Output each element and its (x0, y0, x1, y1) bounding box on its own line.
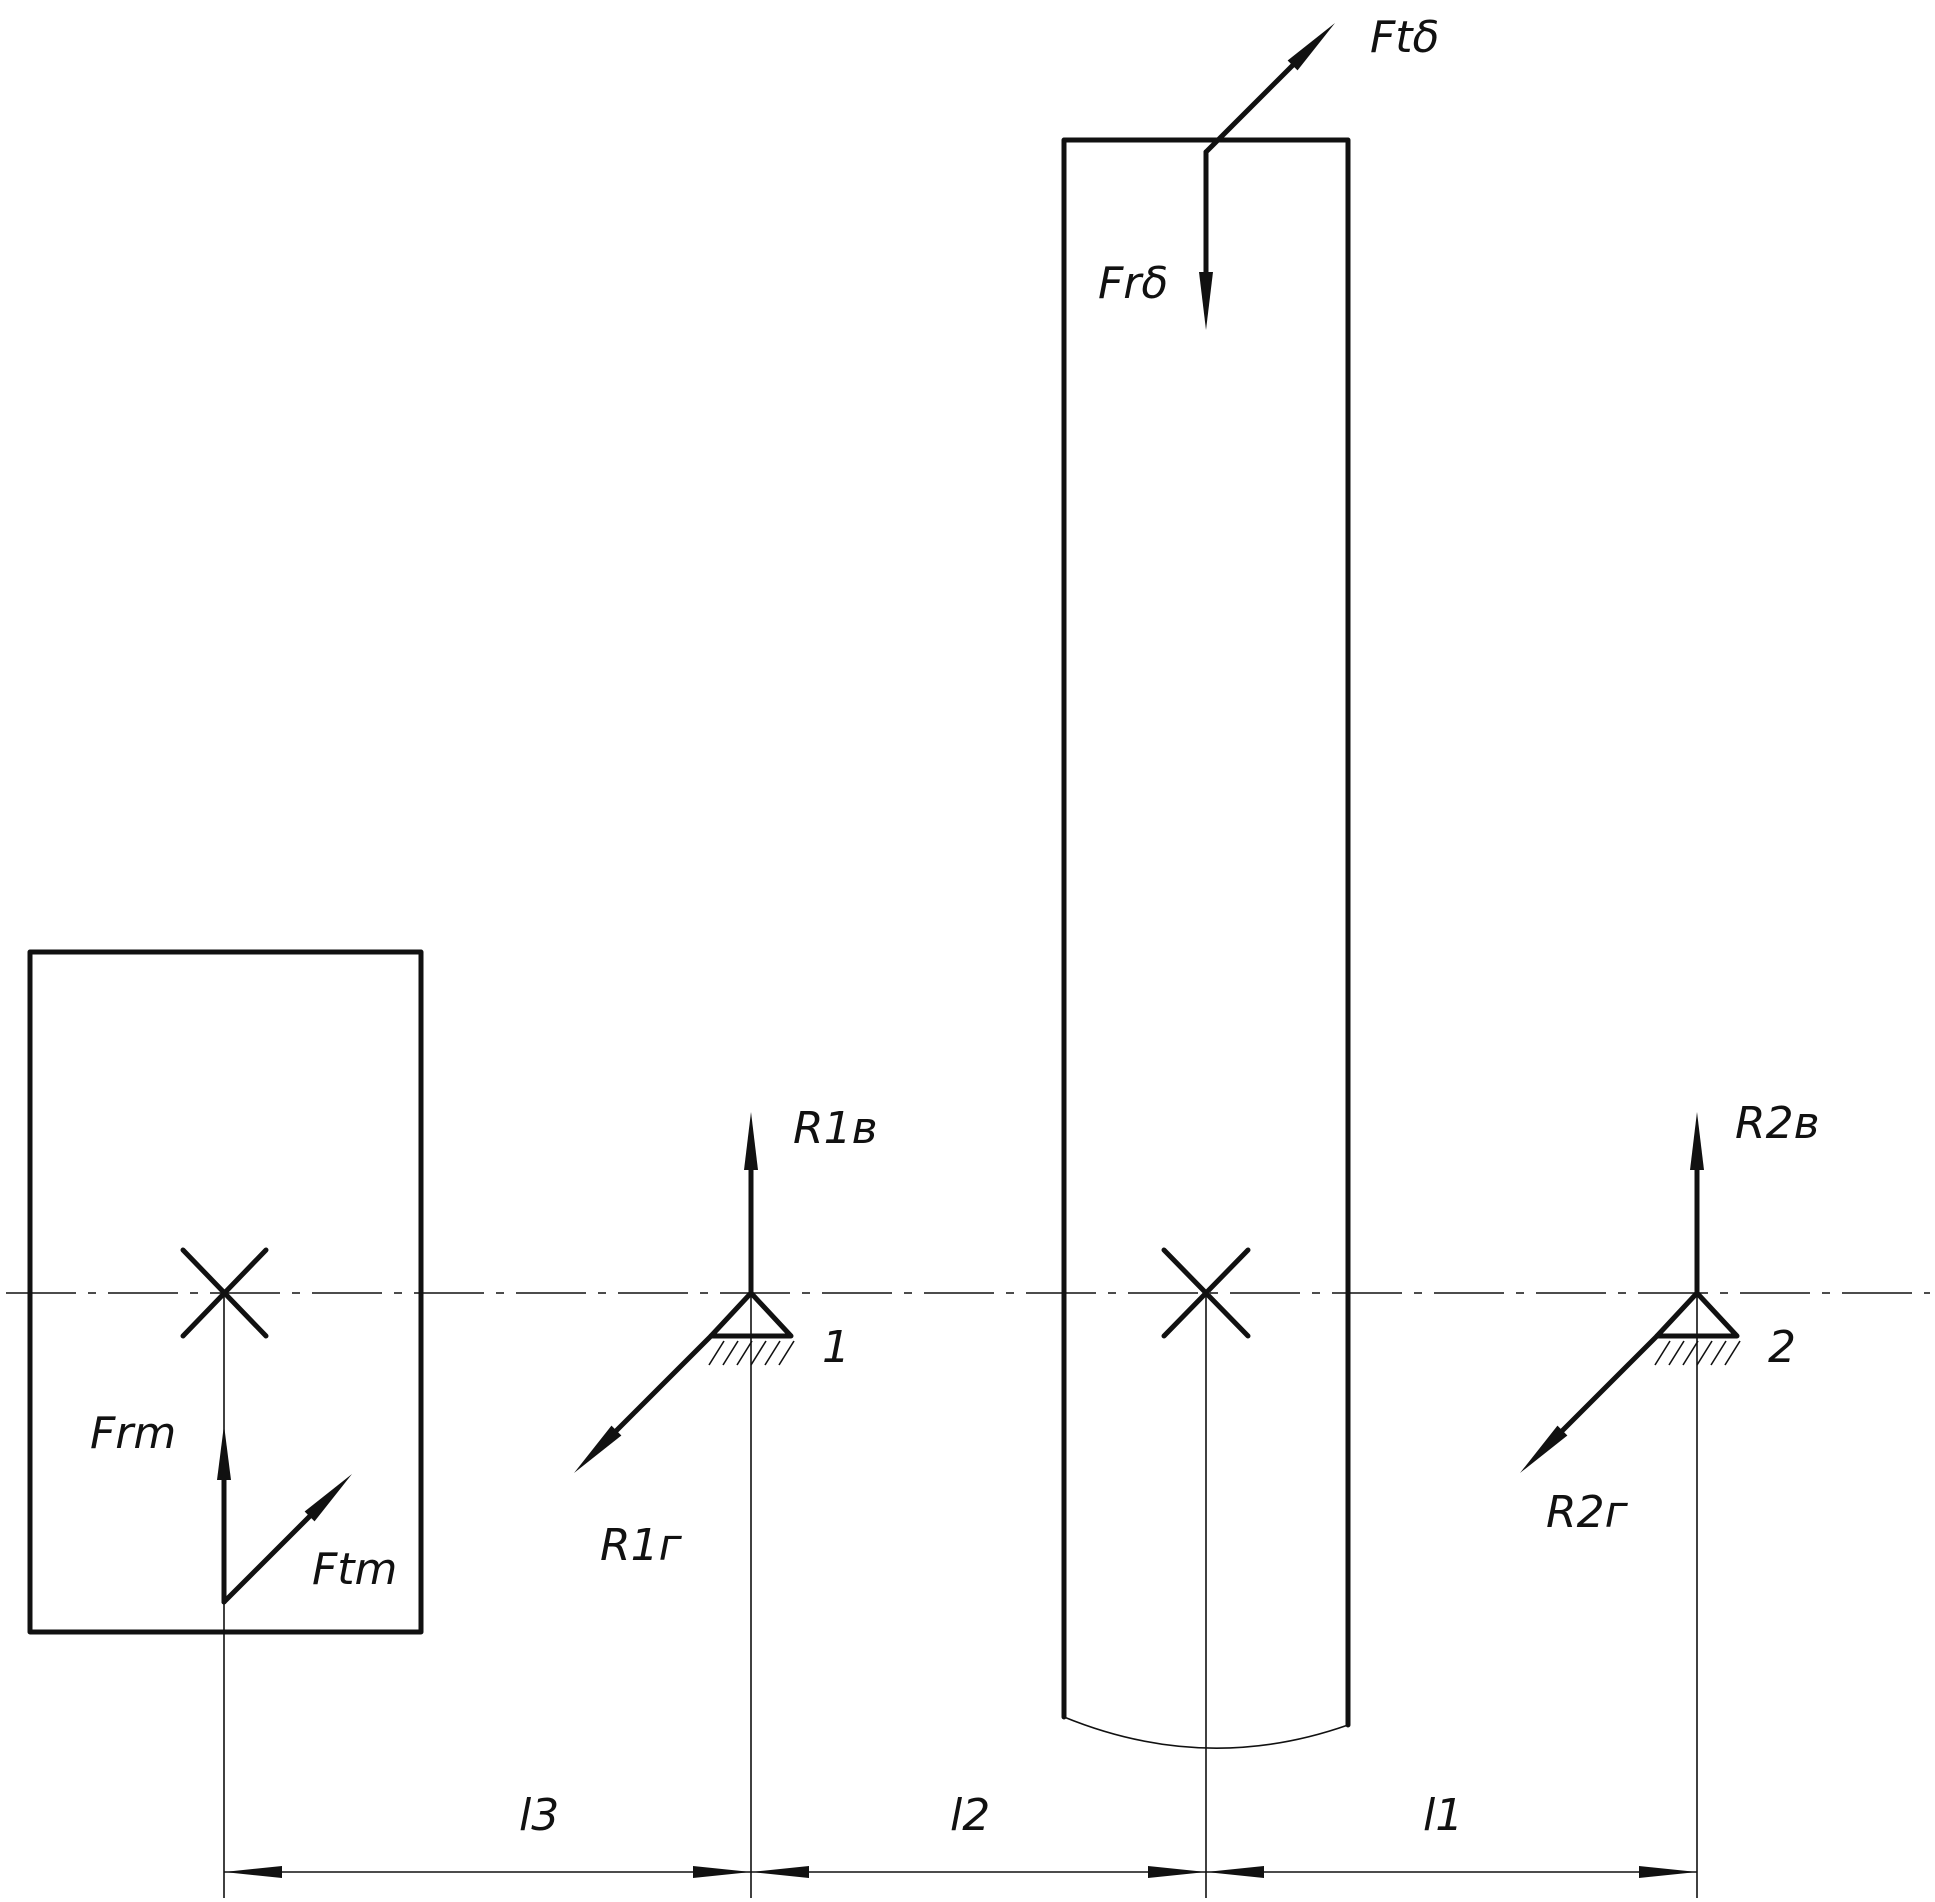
small-gear-center-cross (180, 1247, 269, 1339)
dim-arrowhead-l2-left (751, 1866, 809, 1878)
fr-large-label: Frδ (1098, 258, 1168, 309)
support-2-label: 2 (1768, 1322, 1796, 1373)
r1-vertical-arrowhead (744, 1112, 758, 1170)
ft-small-arrowhead (304, 1474, 352, 1522)
dim-arrowhead-l1-left (1206, 1866, 1264, 1878)
ft-small-label: Ftm (312, 1544, 397, 1595)
r2-vertical-arrowhead (1690, 1112, 1704, 1170)
r1-horizontal-label: R1г (600, 1520, 683, 1571)
dim-arrowhead-l3-right (693, 1866, 751, 1878)
fr-small-arrowhead (217, 1425, 231, 1480)
fr-large-arrowhead (1199, 272, 1213, 330)
dim-arrowhead-l1-right (1639, 1866, 1697, 1878)
dimension-l3-label: l3 (519, 1790, 559, 1841)
r2-horizontal-arrow-shaft (1554, 1333, 1660, 1439)
force-arrowheads (217, 23, 1704, 1522)
dimension-arrowheads (224, 1866, 1697, 1878)
r2-vertical-label: R2в (1735, 1098, 1820, 1149)
ft-large-label: Ftδ (1370, 12, 1439, 63)
r1-vertical-label: R1в (793, 1103, 878, 1154)
r2-horizontal-label: R2г (1546, 1487, 1629, 1538)
large-gear-center-cross (1161, 1247, 1251, 1339)
ft-large-arrow-shaft (1203, 55, 1303, 155)
dim-arrowhead-l3-left (224, 1866, 282, 1878)
large-gear-outline (1061, 137, 1351, 1728)
r2-horizontal-arrowhead (1520, 1425, 1568, 1473)
small-gear-outline (27, 949, 424, 1635)
ft-large-arrowhead (1287, 23, 1335, 71)
dimension-l2-label: l2 (950, 1790, 990, 1841)
r1-horizontal-arrowhead (574, 1425, 622, 1473)
dim-arrowhead-l2-right (1148, 1866, 1206, 1878)
r1-horizontal-arrow-shaft (608, 1333, 714, 1439)
support-2 (1654, 1290, 1741, 1366)
fr-small-label: Frm (90, 1408, 176, 1459)
support-1-label: 1 (822, 1322, 850, 1373)
support-1 (708, 1290, 795, 1366)
dimension-l1-label: l1 (1423, 1790, 1463, 1841)
